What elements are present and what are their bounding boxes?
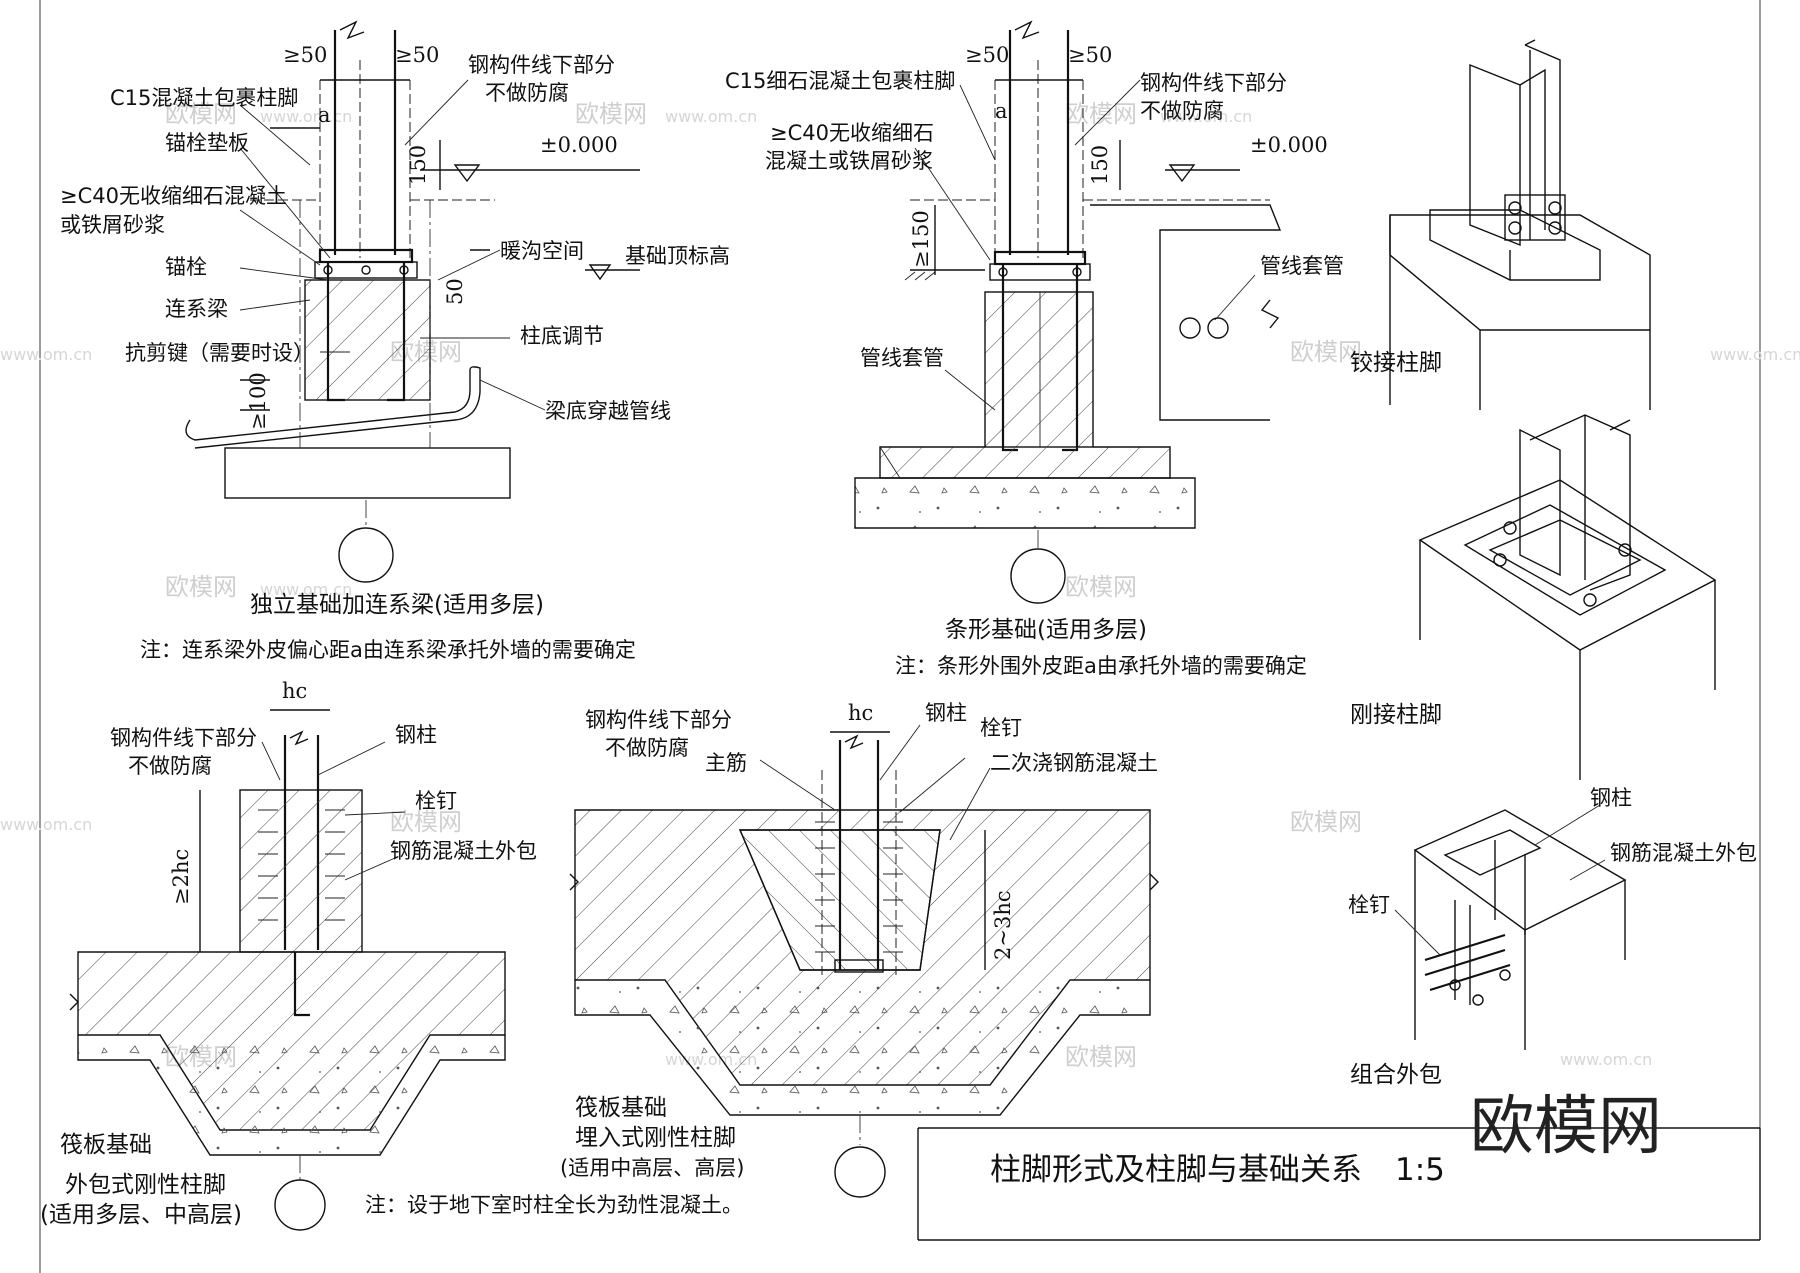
svg-text:不做防腐: 不做防腐 <box>128 754 212 778</box>
svg-text:梁底穿越管线: 梁底穿越管线 <box>545 399 671 423</box>
svg-text:刚接柱脚: 刚接柱脚 <box>1350 702 1442 728</box>
svg-text:(适用多层、中高层): (适用多层、中高层) <box>40 1202 242 1228</box>
svg-text:hc: hc <box>282 679 307 703</box>
svg-text:不做防腐: 不做防腐 <box>1140 99 1224 123</box>
svg-text:基础顶标高: 基础顶标高 <box>625 244 730 268</box>
svg-text:hc: hc <box>848 701 873 725</box>
svg-text:连系梁: 连系梁 <box>165 297 228 321</box>
svg-text:≥150: ≥150 <box>909 210 933 268</box>
svg-text:钢构件线下部分: 钢构件线下部分 <box>1140 71 1287 95</box>
svg-text:筏板基础: 筏板基础 <box>60 1132 152 1158</box>
svg-text:注：条形外围外皮距a由承托外墙的需要确定: 注：条形外围外皮距a由承托外墙的需要确定 <box>895 654 1307 678</box>
detail-strip-footing: ≥50 ≥50 a 150 ≥150 ±0.000 C15细石混凝土包裹柱脚 钢… <box>725 20 1344 678</box>
svg-text:钢构件线下部分: 钢构件线下部分 <box>585 708 732 732</box>
svg-text:欧模网: 欧模网 <box>1290 338 1362 366</box>
svg-text:a: a <box>318 103 331 127</box>
svg-text:或铁屑砂浆: 或铁屑砂浆 <box>60 213 165 237</box>
svg-text:欧模网: 欧模网 <box>1065 100 1137 128</box>
svg-text:注：设于地下室时柱全长为劲性混凝土。: 注：设于地下室时柱全长为劲性混凝土。 <box>365 1193 743 1217</box>
detail-raft-embedded: hc 2~3hc 钢构件线下部分 不做防腐 主筋 钢柱 栓钉 二次浇钢筋混凝土 … <box>365 701 1159 1217</box>
svg-text:栓钉: 栓钉 <box>415 789 457 813</box>
svg-text:欧模网: 欧模网 <box>1065 573 1137 601</box>
svg-text:钢柱: 钢柱 <box>395 723 437 747</box>
svg-text:a: a <box>995 99 1008 123</box>
svg-text:欧模网: 欧模网 <box>390 808 462 836</box>
svg-text:栓钉: 栓钉 <box>980 716 1022 740</box>
svg-text:www.om.cn: www.om.cn <box>260 107 352 126</box>
svg-text:(适用中高层、高层): (适用中高层、高层) <box>560 1156 744 1180</box>
svg-text:锚栓垫板: 锚栓垫板 <box>165 131 249 155</box>
svg-text:锚栓: 锚栓 <box>165 255 207 279</box>
svg-text:≥50: ≥50 <box>1068 43 1112 67</box>
svg-text:钢柱: 钢柱 <box>925 701 967 725</box>
svg-text:钢构件线下部分: 钢构件线下部分 <box>110 726 257 750</box>
svg-text:欧模网: 欧模网 <box>575 100 647 128</box>
svg-text:不做防腐: 不做防腐 <box>485 81 569 105</box>
svg-text:独立基础加连系梁(适用多层): 独立基础加连系梁(适用多层) <box>250 592 544 618</box>
svg-text:外包式刚性柱脚: 外包式刚性柱脚 <box>65 1172 226 1198</box>
svg-text:暖沟空间: 暖沟空间 <box>500 239 584 263</box>
svg-text:www.om.cn: www.om.cn <box>260 580 352 599</box>
svg-text:≥50: ≥50 <box>965 43 1009 67</box>
svg-text:二次浇钢筋混凝土: 二次浇钢筋混凝土 <box>990 751 1158 775</box>
drawing-title: 柱脚形式及柱脚与基础关系 <box>990 1152 1362 1188</box>
svg-text:±0.000: ±0.000 <box>540 133 618 157</box>
svg-text:钢构件线下部分: 钢构件线下部分 <box>468 53 615 77</box>
svg-text:埋入式刚性柱脚: 埋入式刚性柱脚 <box>575 1125 736 1151</box>
svg-text:≥50: ≥50 <box>283 43 327 67</box>
title-block: 柱脚形式及柱脚与基础关系 1:5 欧模网 <box>990 1090 1662 1188</box>
iso-hinged-base: 铰接柱脚 <box>1350 39 1651 410</box>
detail-isolated-footing: ≥50 ≥50 a 150 50 ≥100 ±0.000 C15混凝土包裹柱脚 … <box>60 20 730 662</box>
svg-text:C15混凝土包裹柱脚: C15混凝土包裹柱脚 <box>110 86 298 110</box>
svg-text:柱底调节: 柱底调节 <box>520 324 604 348</box>
svg-text:www.om.cn: www.om.cn <box>1560 1050 1652 1069</box>
svg-text:欧模网: 欧模网 <box>165 573 237 601</box>
svg-text:±0.000: ±0.000 <box>1250 133 1328 157</box>
svg-text:www.om.cn: www.om.cn <box>1710 345 1800 364</box>
svg-text:欧模网: 欧模网 <box>1290 808 1362 836</box>
svg-text:www.om.cn: www.om.cn <box>1160 107 1252 126</box>
svg-text:注：连系梁外皮偏心距a由连系梁承托外墙的需要确定: 注：连系梁外皮偏心距a由连系梁承托外墙的需要确定 <box>140 638 636 662</box>
svg-text:组合外包: 组合外包 <box>1350 1062 1442 1088</box>
svg-text:≥C40无收缩细石混凝土: ≥C40无收缩细石混凝土 <box>60 184 287 208</box>
svg-text:150: 150 <box>1088 145 1112 185</box>
iso-rigid-base: 刚接柱脚 <box>1350 414 1717 780</box>
svg-text:筏板基础: 筏板基础 <box>575 1095 667 1121</box>
svg-text:铰接柱脚: 铰接柱脚 <box>1350 350 1442 376</box>
svg-text:≥100: ≥100 <box>246 372 270 430</box>
svg-text:钢筋混凝土外包: 钢筋混凝土外包 <box>390 839 537 863</box>
svg-text:50: 50 <box>443 278 467 305</box>
iso-composite-encased: 钢柱 钢筋混凝土外包 栓钉 组合外包 <box>1348 786 1757 1088</box>
svg-text:混凝土或铁屑砂浆: 混凝土或铁屑砂浆 <box>765 149 933 173</box>
svg-text:2~3hc: 2~3hc <box>991 890 1015 960</box>
sheet-border <box>39 0 1761 1273</box>
brand-watermark: 欧模网 <box>1470 1090 1662 1164</box>
svg-text:主筋: 主筋 <box>705 751 747 775</box>
svg-text:≥50: ≥50 <box>395 43 439 67</box>
svg-text:管线套管: 管线套管 <box>860 346 944 370</box>
svg-text:钢筋混凝土外包: 钢筋混凝土外包 <box>1610 841 1757 865</box>
svg-text:≥2hc: ≥2hc <box>169 849 193 905</box>
svg-text:C15细石混凝土包裹柱脚: C15细石混凝土包裹柱脚 <box>725 69 955 93</box>
svg-text:栓钉: 栓钉 <box>1348 893 1390 917</box>
svg-text:www.om.cn: www.om.cn <box>665 107 757 126</box>
svg-text:条形基础(适用多层): 条形基础(适用多层) <box>945 617 1147 643</box>
svg-text:抗剪键（需要时设）: 抗剪键（需要时设） <box>125 341 314 365</box>
svg-text:www.om.cn: www.om.cn <box>0 345 92 364</box>
svg-text:管线套管: 管线套管 <box>1260 254 1344 278</box>
svg-text:≥C40无收缩细石: ≥C40无收缩细石 <box>770 121 934 145</box>
svg-text:不做防腐: 不做防腐 <box>605 736 689 760</box>
svg-text:欧模网: 欧模网 <box>165 100 237 128</box>
drawing-scale: 1:5 <box>1395 1152 1445 1188</box>
detail-raft-encased: hc ≥2hc 钢构件线下部分 不做防腐 钢柱 栓钉 钢筋混凝土外包 筏板基础 … <box>40 679 537 1231</box>
svg-text:钢柱: 钢柱 <box>1590 786 1632 810</box>
svg-text:150: 150 <box>406 145 430 185</box>
svg-text:www.om.cn: www.om.cn <box>0 815 92 834</box>
svg-text:欧模网: 欧模网 <box>1065 1043 1137 1071</box>
